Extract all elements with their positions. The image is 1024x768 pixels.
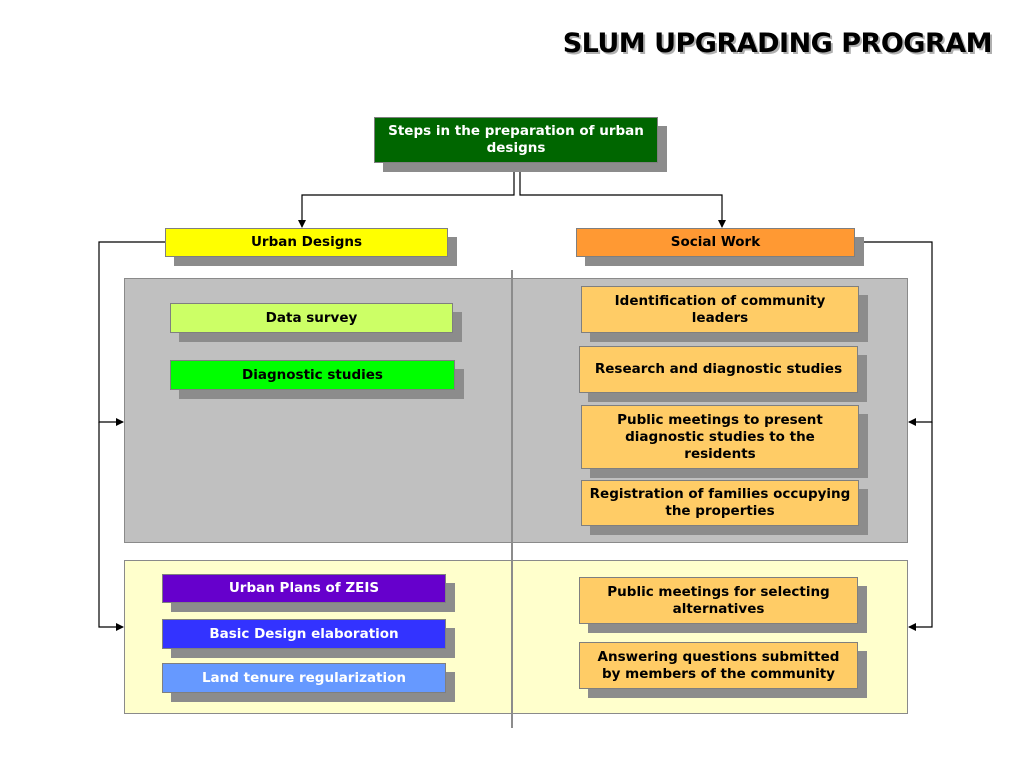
identification-leaders-box: Identification of community leaders bbox=[581, 286, 859, 333]
root-step-box: Steps in the preparation of urban design… bbox=[374, 117, 658, 163]
arrow-social-to-stage1 bbox=[855, 241, 933, 426]
social-work-box: Social Work bbox=[576, 228, 855, 257]
data-survey-box: Data survey bbox=[170, 303, 453, 333]
arrow-root-to-social bbox=[519, 163, 726, 228]
urban-designs-box: Urban Designs bbox=[165, 228, 448, 257]
registration-families-box: Registration of families occupying the p… bbox=[581, 480, 859, 526]
arrow-social-to-stage2 bbox=[908, 422, 933, 631]
land-tenure-box: Land tenure regularization bbox=[162, 663, 446, 693]
public-meetings-selecting-box: Public meetings for selecting alternativ… bbox=[579, 577, 858, 624]
urban-plans-zeis-box: Urban Plans of ZEIS bbox=[162, 574, 446, 603]
arrow-urban-to-stage2 bbox=[98, 422, 124, 631]
arrow-urban-to-stage1 bbox=[98, 241, 165, 426]
answering-questions-box: Answering questions submitted by members… bbox=[579, 642, 858, 689]
research-diagnostic-box: Research and diagnostic studies bbox=[579, 346, 858, 393]
page-title: SLUM UPGRADING PROGRAM bbox=[562, 28, 993, 59]
public-meetings-present-box: Public meetings to present diagnostic st… bbox=[581, 405, 859, 469]
diagnostic-studies-box: Diagnostic studies bbox=[170, 360, 455, 390]
arrow-root-to-urban bbox=[298, 163, 515, 228]
column-divider bbox=[511, 270, 513, 728]
basic-design-box: Basic Design elaboration bbox=[162, 619, 446, 649]
